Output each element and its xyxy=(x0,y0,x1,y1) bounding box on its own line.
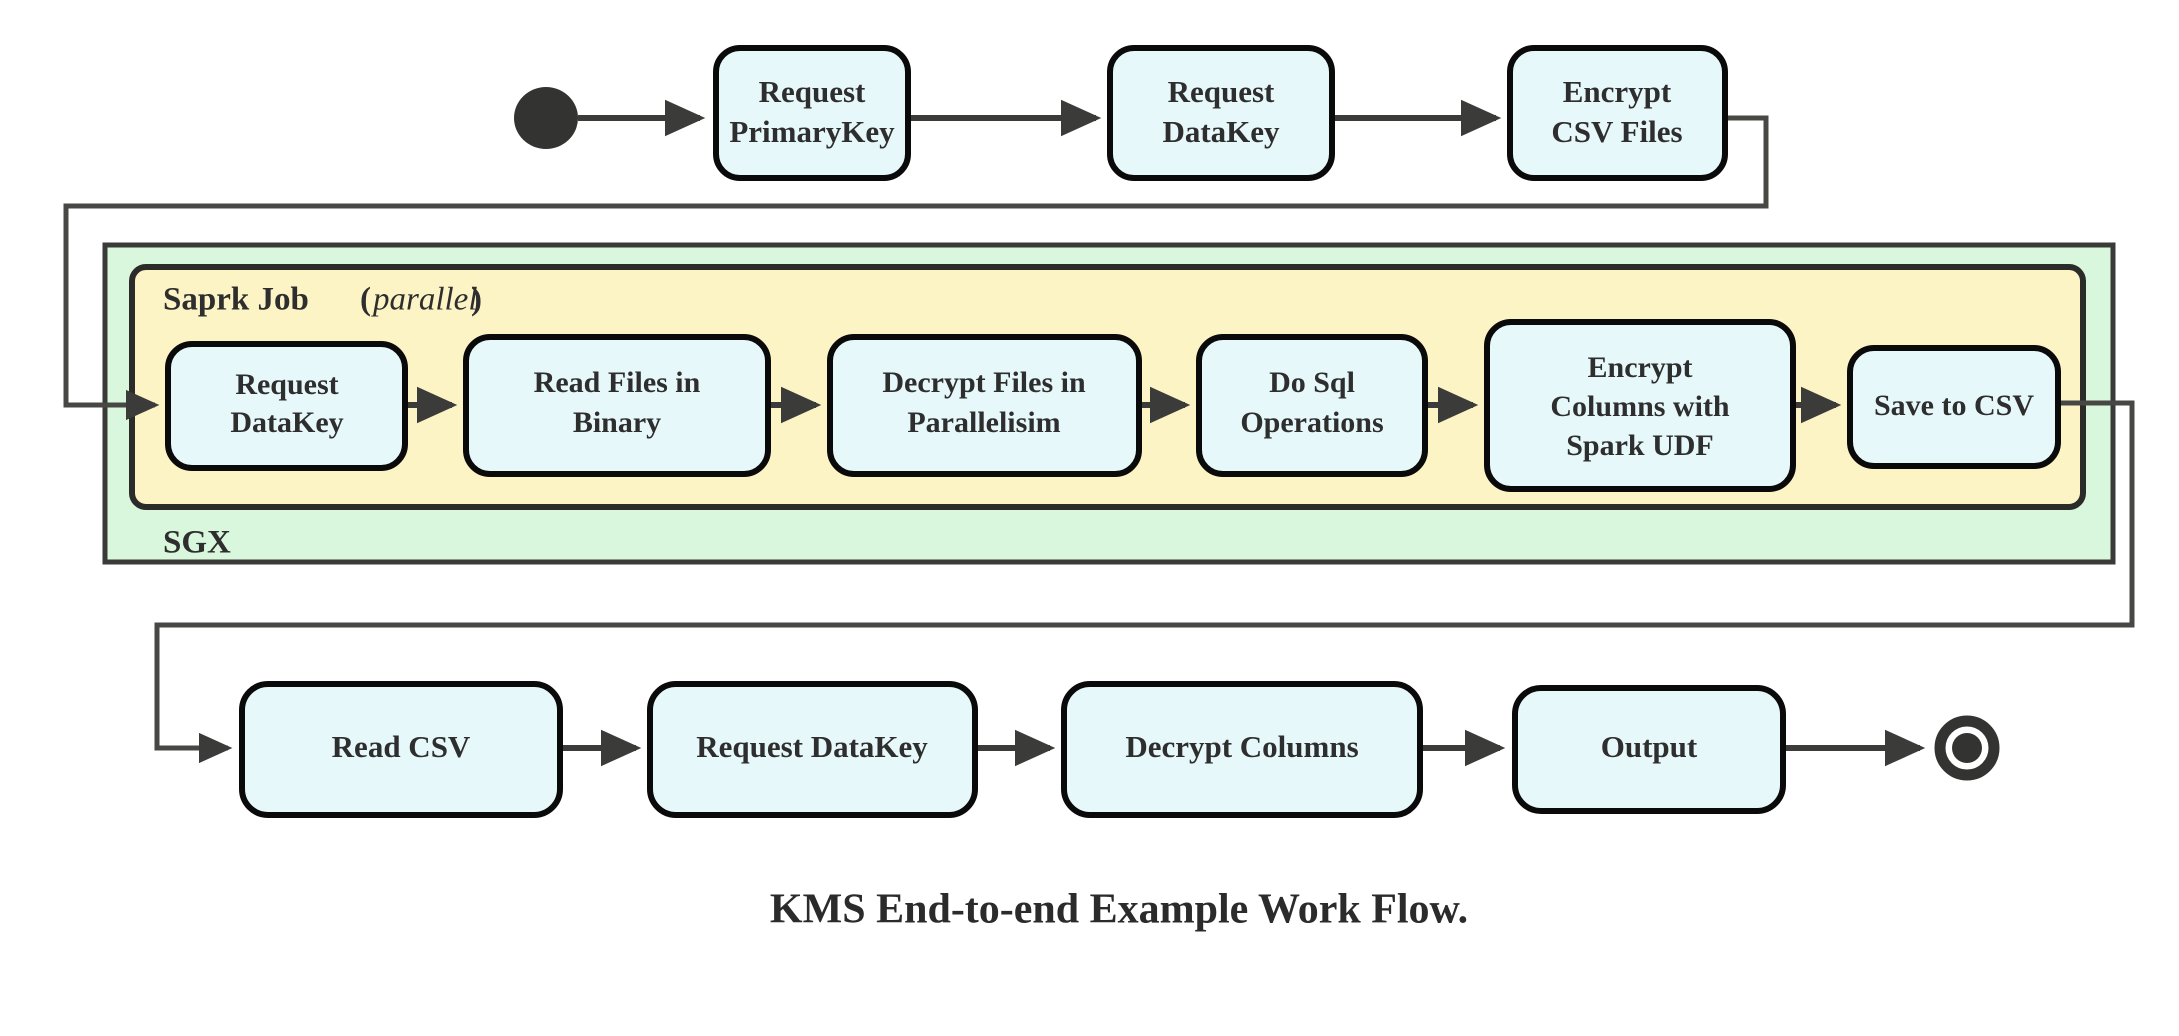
node-read-files-in-binary-shape[interactable] xyxy=(463,334,771,477)
spark-job-qualifier-word: parallel xyxy=(371,282,478,318)
node-read-csv-shape[interactable] xyxy=(239,681,563,818)
node-decrypt-files-in-parallelisim[interactable]: Decrypt Files in Parallelisim xyxy=(827,334,1142,477)
node-encrypt-columns-line-3: Spark UDF xyxy=(1566,429,1714,462)
node-request-datakey-bottom-line-1: Request DataKey xyxy=(696,729,928,764)
node-request-datakey-spark-line-1: Request xyxy=(235,368,338,401)
node-decrypt-columns[interactable]: Decrypt Columns xyxy=(1061,681,1423,818)
node-request-primarykey-line-1: Request xyxy=(759,74,866,109)
node-save-to-csv[interactable]: Save to CSV xyxy=(1847,345,2061,469)
node-do-sql-operations-line-1: Do Sql xyxy=(1269,366,1355,399)
node-decrypt-files-in-parallelisim-line-1: Decrypt Files in xyxy=(882,366,1086,399)
sgx-label: SGX xyxy=(163,525,231,561)
node-do-sql-operations[interactable]: Do Sql Operations xyxy=(1196,334,1428,477)
node-output-line-1: Output xyxy=(1601,729,1698,764)
node-encrypt-csv-files-line-2: CSV Files xyxy=(1551,114,1682,149)
spark-job-qualifier-open: ( xyxy=(360,282,371,318)
node-request-datakey-bottom[interactable]: Request DataKey xyxy=(647,681,978,818)
node-request-datakey-bottom-shape[interactable] xyxy=(647,681,978,818)
end-node xyxy=(1934,715,2000,781)
diagram-caption: KMS End-to-end Example Work Flow. xyxy=(770,887,1468,933)
node-encrypt-csv-files[interactable]: Encrypt CSV Files xyxy=(1507,45,1728,181)
node-save-to-csv-line-1: Save to CSV xyxy=(1874,389,2034,422)
node-read-csv-line-1: Read CSV xyxy=(332,729,471,764)
start-node-circle xyxy=(514,87,578,149)
node-read-csv[interactable]: Read CSV xyxy=(239,681,563,818)
spark-job-qualifier-close: ) xyxy=(471,282,482,318)
node-output[interactable]: Output xyxy=(1512,685,1786,814)
node-encrypt-columns-line-2: Columns with xyxy=(1550,390,1730,423)
end-node-ring xyxy=(1934,715,2000,781)
node-decrypt-files-in-parallelisim-shape[interactable] xyxy=(827,334,1142,477)
node-read-files-in-binary-line-1: Read Files in xyxy=(534,366,701,399)
node-request-datakey-top[interactable]: Request DataKey xyxy=(1107,45,1335,181)
node-decrypt-columns-line-1: Decrypt Columns xyxy=(1125,729,1358,764)
spark-job-label: Saprk Job xyxy=(163,282,309,318)
connector-save-csv-to-read-csv xyxy=(154,400,2135,764)
node-request-datakey-spark-line-2: DataKey xyxy=(230,406,343,439)
node-request-primarykey-line-2: PrimaryKey xyxy=(729,114,895,149)
node-output-shape[interactable] xyxy=(1512,685,1786,814)
node-request-primarykey[interactable]: Request PrimaryKey xyxy=(713,45,911,181)
node-request-datakey-top-shape[interactable] xyxy=(1107,45,1335,181)
connector-encrypt-csv-to-spark-datakey xyxy=(63,115,1769,421)
start-node xyxy=(514,87,578,149)
node-save-to-csv-shape[interactable] xyxy=(1847,345,2061,469)
node-decrypt-files-in-parallelisim-line-2: Parallelisim xyxy=(907,406,1060,439)
node-read-files-in-binary-line-2: Binary xyxy=(573,406,661,439)
node-encrypt-columns-with-spark-udf[interactable]: Encrypt Columns with Spark UDF xyxy=(1484,319,1796,492)
end-node-inner xyxy=(1952,733,1982,763)
node-encrypt-columns-line-1: Encrypt xyxy=(1588,351,1693,384)
node-request-datakey-top-line-2: DataKey xyxy=(1162,114,1280,149)
node-do-sql-operations-line-2: Operations xyxy=(1240,406,1383,439)
node-do-sql-operations-shape[interactable] xyxy=(1196,334,1428,477)
node-request-datakey-top-line-1: Request xyxy=(1168,74,1275,109)
node-encrypt-csv-files-line-1: Encrypt xyxy=(1563,74,1672,109)
node-request-primarykey-shape[interactable] xyxy=(713,45,911,181)
node-request-datakey-spark-shape[interactable] xyxy=(165,341,408,471)
node-read-files-in-binary[interactable]: Read Files in Binary xyxy=(463,334,771,477)
node-encrypt-columns-with-spark-udf-shape[interactable] xyxy=(1484,319,1796,492)
node-decrypt-columns-shape[interactable] xyxy=(1061,681,1423,818)
node-encrypt-csv-files-shape[interactable] xyxy=(1507,45,1728,181)
node-request-datakey-spark[interactable]: Request DataKey xyxy=(165,341,408,471)
